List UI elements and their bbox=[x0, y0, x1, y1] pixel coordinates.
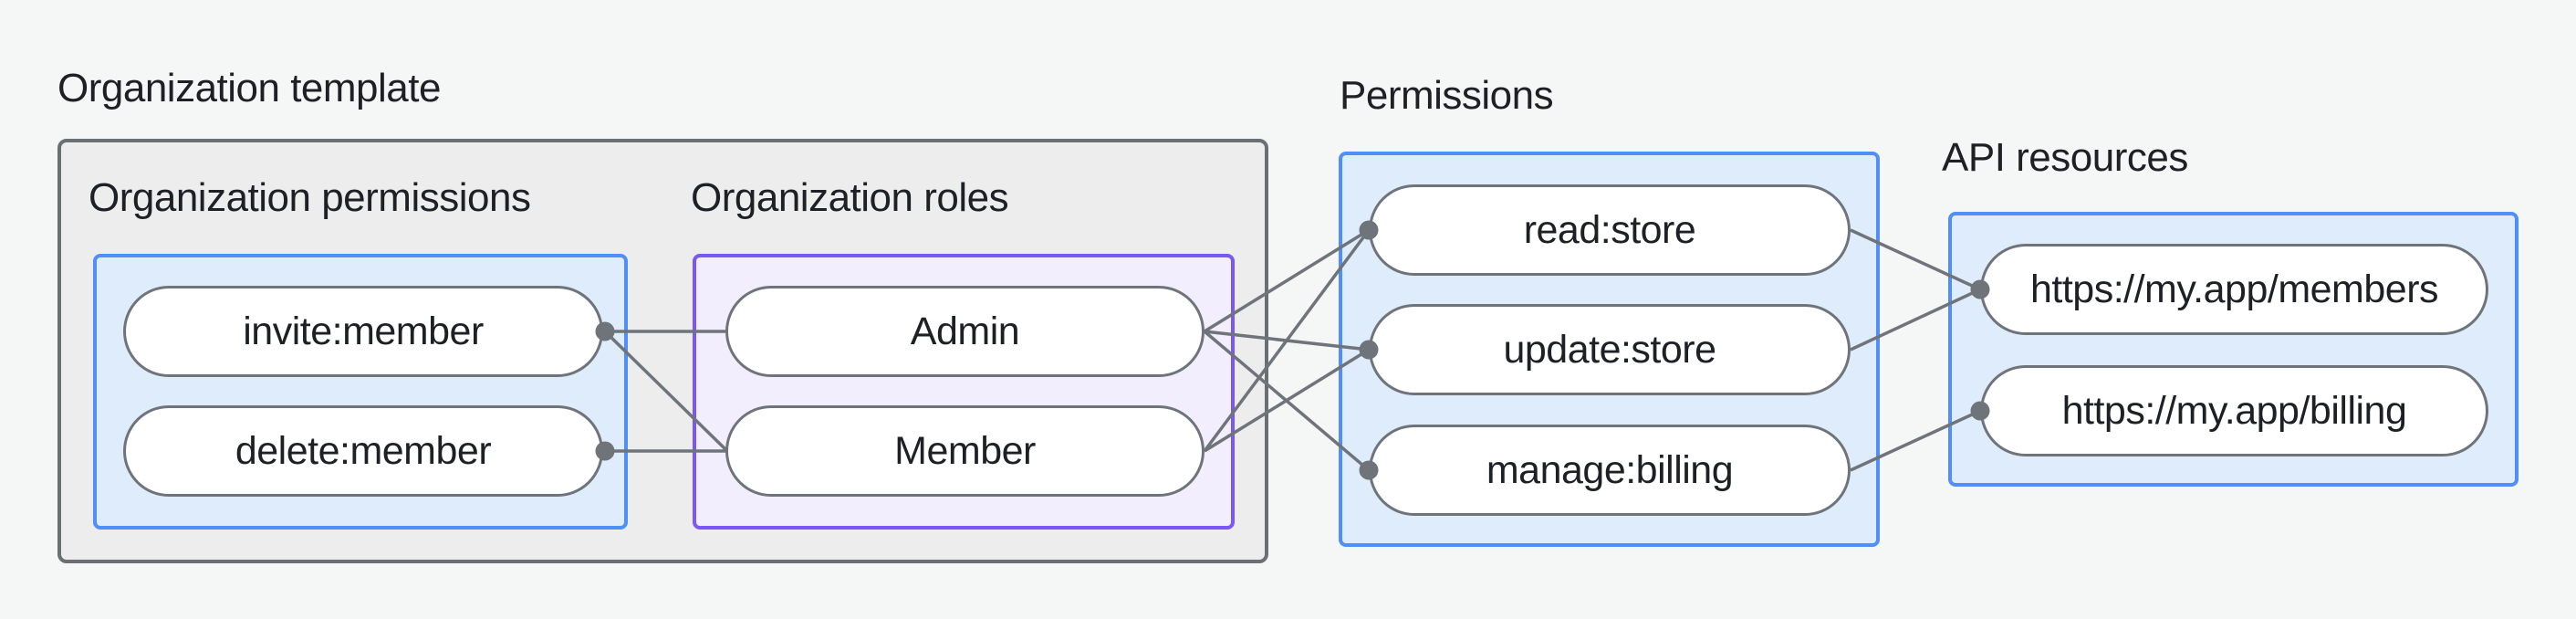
node-members-url: https://my.app/members bbox=[1980, 244, 2488, 335]
org-template-label: Organization template bbox=[57, 66, 441, 110]
node-update-store: update:store bbox=[1369, 304, 1851, 395]
node-manage-billing: manage:billing bbox=[1369, 425, 1851, 516]
node-member: Member bbox=[725, 405, 1205, 497]
org-permissions-label: Organization permissions bbox=[89, 175, 531, 220]
org-roles-label: Organization roles bbox=[691, 175, 1009, 220]
node-billing-url: https://my.app/billing bbox=[1980, 365, 2488, 456]
api-resources-label: API resources bbox=[1942, 135, 2188, 180]
node-admin: Admin bbox=[725, 286, 1205, 377]
node-invite-member: invite:member bbox=[123, 286, 603, 377]
node-delete-member: delete:member bbox=[123, 405, 603, 497]
permissions-label: Permissions bbox=[1340, 73, 1554, 118]
node-read-store: read:store bbox=[1369, 184, 1851, 276]
